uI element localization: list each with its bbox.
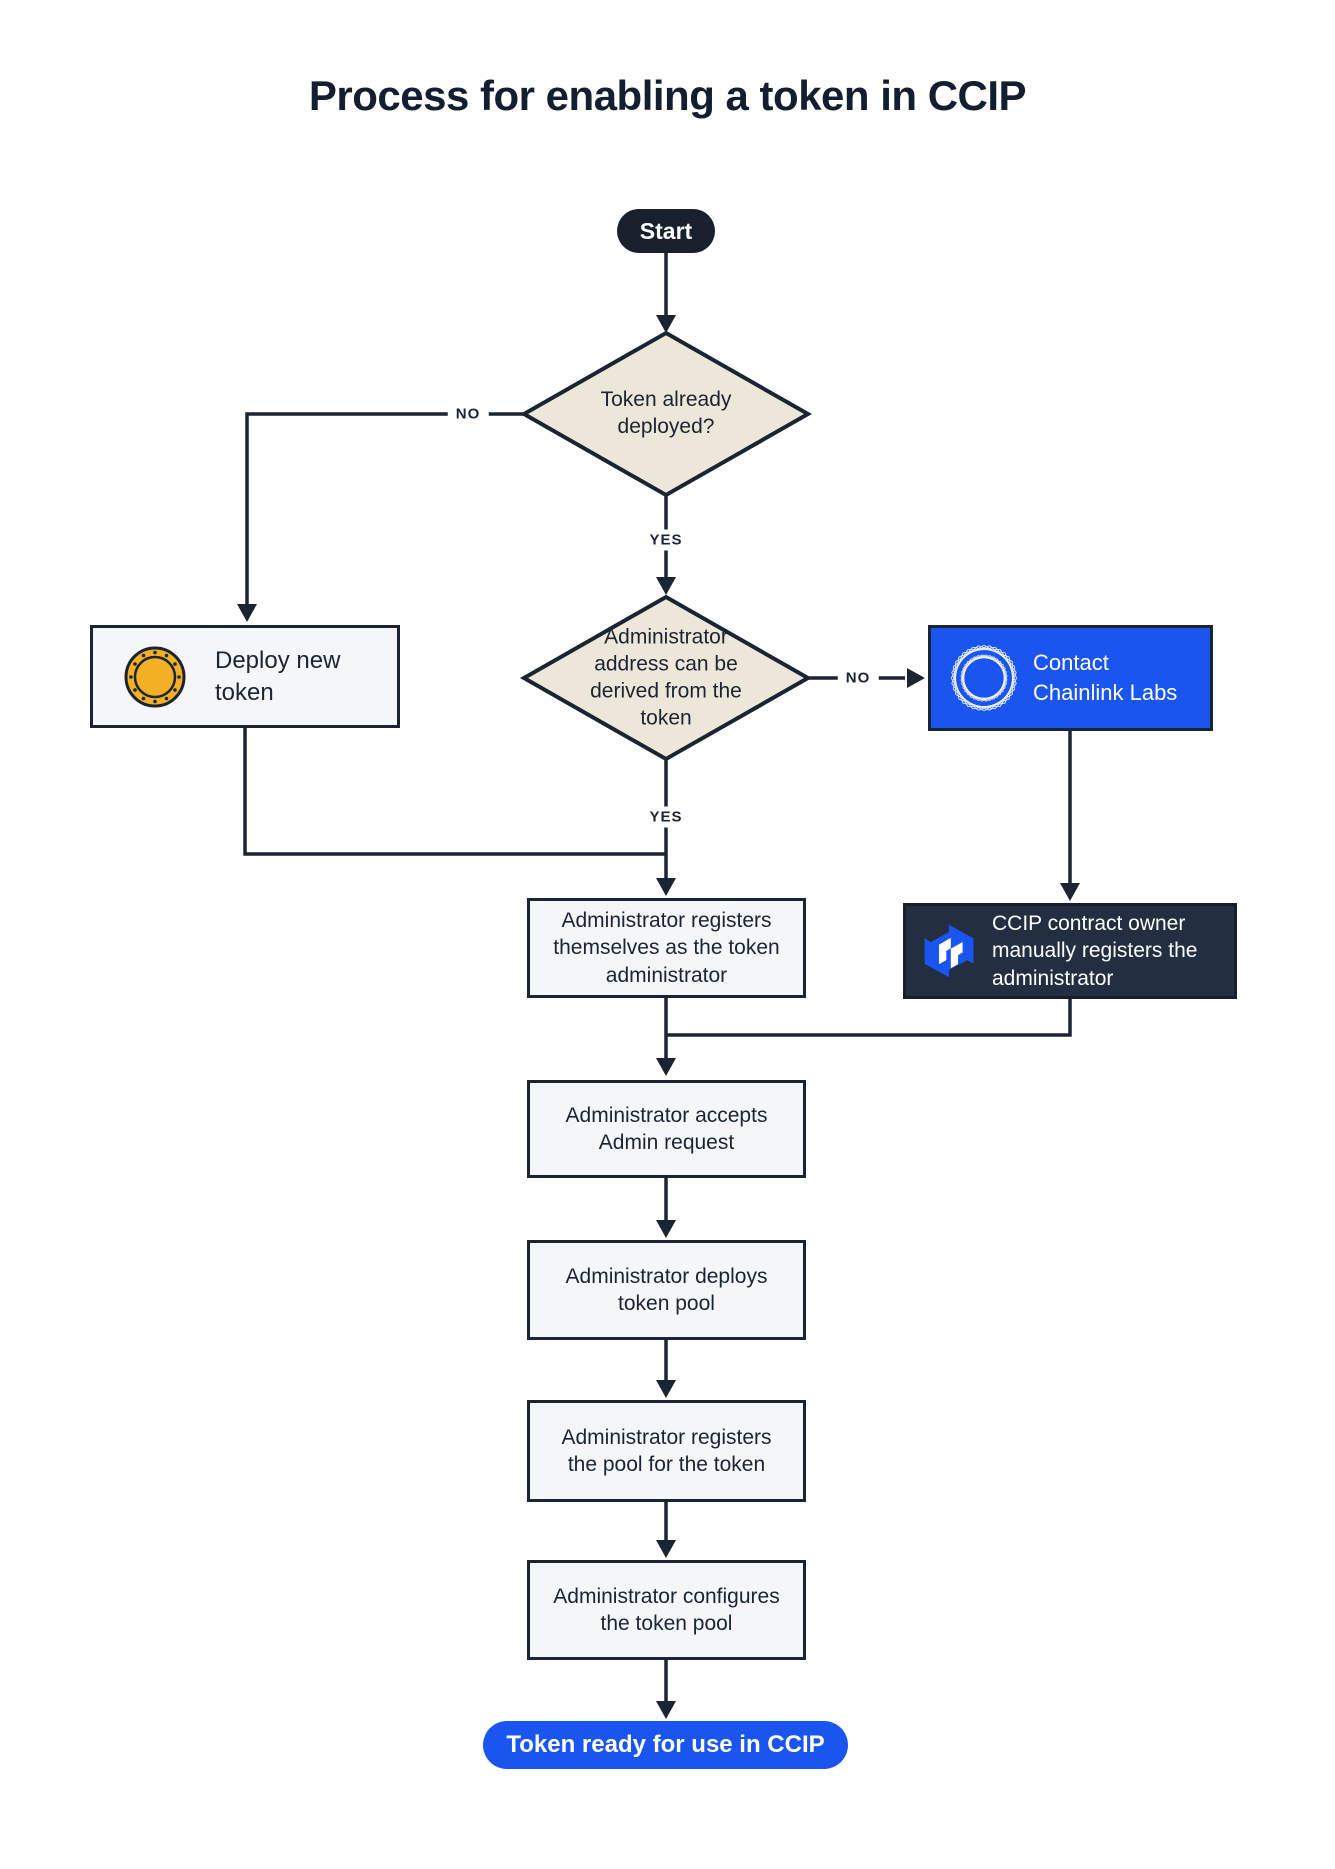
page-title: Process for enabling a token in CCIP: [308, 72, 1027, 119]
arrowhead-deploy-token: [237, 604, 257, 622]
arrowhead-ccip-owner: [1060, 883, 1080, 901]
arrowhead-deploys-pool: [656, 1220, 676, 1238]
token-ready-node: Token ready for use in CCIP: [483, 1721, 848, 1769]
start-node: Start: [617, 209, 715, 253]
connector-decision1-no: [245, 412, 524, 604]
admin-registers-pool-label: Administrator registers the pool for the…: [561, 1425, 772, 1476]
decision-admin-address-diamond: [519, 594, 813, 762]
decision-token-deployed-diamond: [519, 330, 813, 498]
decision-admin-address-label: Administrator address can be derived fro…: [590, 625, 742, 729]
edge-label-yes-admin-address: YES: [641, 806, 691, 828]
arrowhead-contact-chainlink: [907, 668, 925, 688]
ccip-logo-icon: [920, 922, 978, 980]
chainlink-spiral-icon: [947, 641, 1021, 715]
coin-icon: [123, 645, 187, 709]
connector-deploy-to-merge: [243, 728, 666, 856]
token-ready-label: Token ready for use in CCIP: [506, 1731, 825, 1758]
edge-label-no-token-deployed: NO: [447, 403, 489, 425]
arrowhead-decision2: [656, 577, 676, 595]
admin-deploys-pool-node: Administrator deploys token pool: [527, 1240, 806, 1340]
arrowhead-registers-pool: [656, 1380, 676, 1398]
admin-accepts-request-label: Administrator accepts Admin request: [565, 1103, 768, 1154]
contact-chainlink-labs-node: Contact Chainlink Labs: [928, 625, 1213, 731]
admin-deploys-pool-label: Administrator deploys token pool: [565, 1264, 768, 1315]
admin-registers-self-node: Administrator registers themselves as th…: [527, 898, 806, 998]
arrowhead-decision1: [656, 315, 676, 333]
deploy-new-token-node: Deploy new token: [90, 625, 400, 728]
edge-label-yes-token-deployed: YES: [641, 529, 691, 551]
admin-registers-self-label: Administrator registers themselves as th…: [553, 909, 780, 987]
ccip-owner-registers-admin-node: CCIP contract owner manually registers t…: [903, 903, 1237, 999]
contact-chainlink-labs-label: Contact Chainlink Labs: [1033, 650, 1178, 705]
arrowhead-admin-accepts: [656, 1058, 676, 1076]
admin-configures-pool-node: Administrator configures the token pool: [527, 1560, 806, 1660]
arrowhead-configures-pool: [656, 1540, 676, 1558]
admin-configures-pool-label: Administrator configures the token pool: [553, 1584, 780, 1635]
admin-registers-pool-node: Administrator registers the pool for the…: [527, 1400, 806, 1502]
admin-accepts-request-node: Administrator accepts Admin request: [527, 1080, 806, 1178]
arrowhead-admin-registers-self: [656, 878, 676, 896]
decision-token-deployed-label: Token already deployed?: [600, 388, 732, 438]
connector-ccip-owner-to-merge: [666, 999, 1072, 1037]
arrowhead-token-ready: [656, 1701, 676, 1719]
start-label: Start: [639, 217, 693, 244]
ccip-owner-registers-admin-label: CCIP contract owner manually registers t…: [992, 912, 1198, 990]
edge-label-no-admin-address: NO: [837, 667, 879, 689]
deploy-new-token-label: Deploy new token: [215, 647, 341, 706]
